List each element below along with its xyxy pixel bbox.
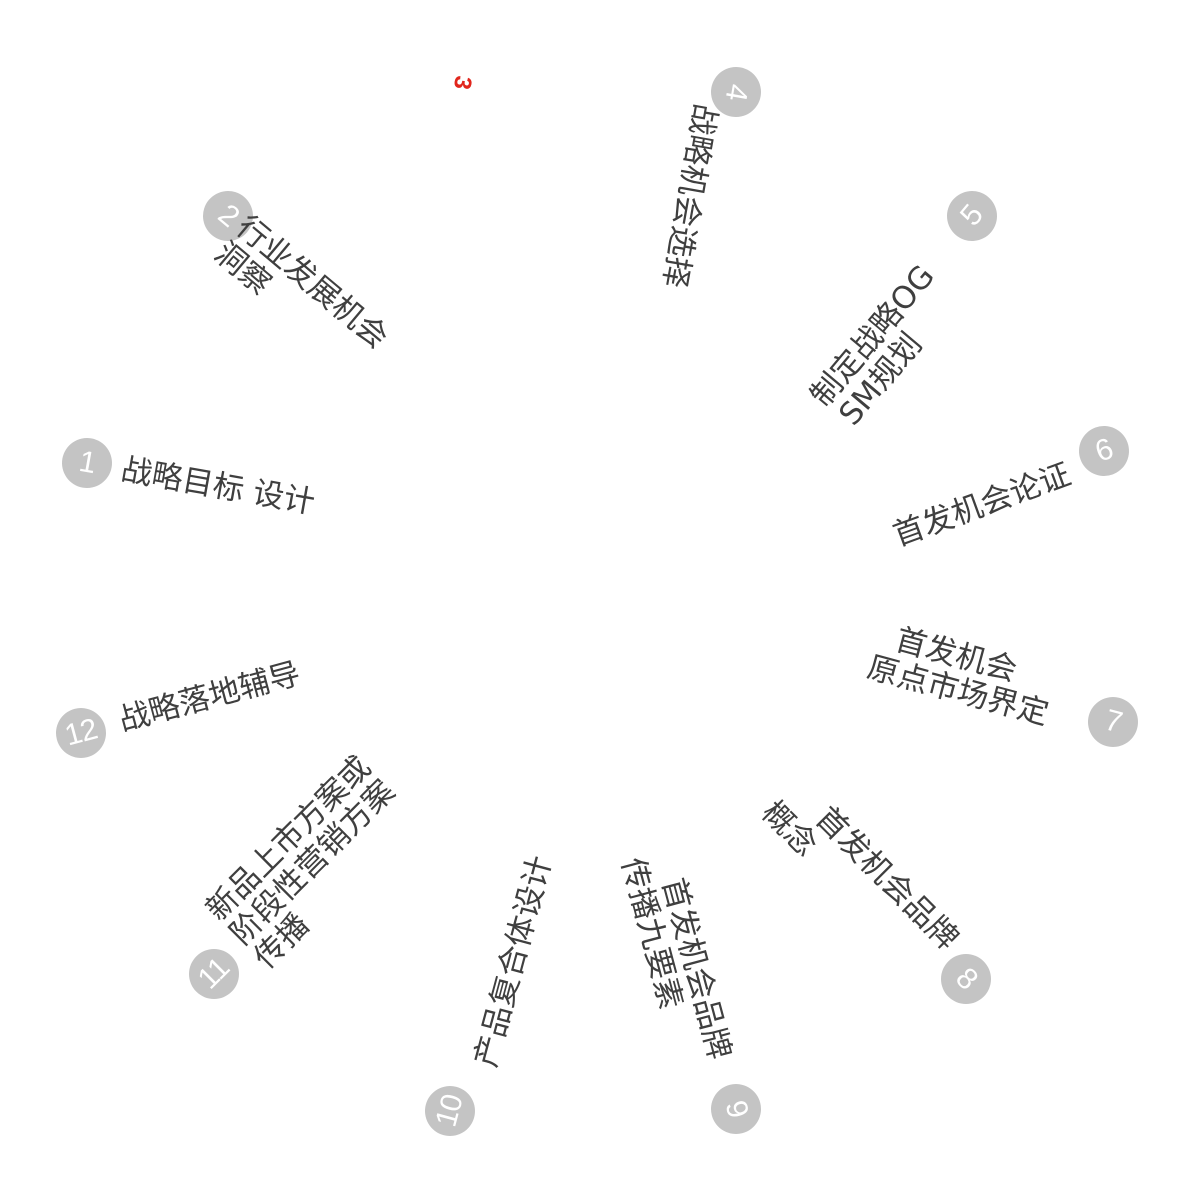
step-7-label: 首发机会 原点市场界定 (863, 618, 1061, 733)
step-12-number-badge: 12 (50, 702, 112, 764)
step-11-label: 新品上市方案或 阶段性营销方案 传播 (199, 749, 426, 976)
step-10-number-badge: 10 (419, 1080, 481, 1142)
step-1-label-line-1: 战略目标 设计 (118, 451, 318, 522)
step-7-number-badge: 7 (1082, 691, 1144, 753)
step-2-label: 行业发展机会 洞察 (207, 209, 394, 382)
step-6-number-badge: 6 (1071, 418, 1137, 484)
step-11-number-badge: 11 (178, 938, 250, 1010)
step-8-label: 首发机会品牌 概念 (755, 771, 966, 980)
step-5-label: 制定战略OG SM规划 (804, 258, 967, 435)
step-4-label-line-1: 战略机会选择 (655, 101, 724, 291)
step-1-number-badge: 1 (58, 434, 116, 492)
step-9-number-badge: 9 (705, 1078, 767, 1140)
step-3-number: 3 (448, 73, 477, 91)
step-10-label-line-1: 产品复合体设计 (468, 851, 559, 1071)
step-10-label: 产品复合体设计 (468, 851, 559, 1071)
step-6-label-line-1: 首发机会论证 (888, 456, 1076, 554)
step-6-label: 首发机会论证 (888, 456, 1076, 554)
step-4-label: 战略机会选择 (655, 101, 724, 291)
step-1-label: 战略目标 设计 (118, 451, 318, 522)
step-5-number-badge: 5 (936, 180, 1008, 252)
step-12-label: 战略落地辅导 (114, 655, 304, 739)
step-12-label-line-1: 战略落地辅导 (114, 655, 304, 739)
step-9-label: 首发机会品牌 传播九要素 (614, 845, 738, 1071)
